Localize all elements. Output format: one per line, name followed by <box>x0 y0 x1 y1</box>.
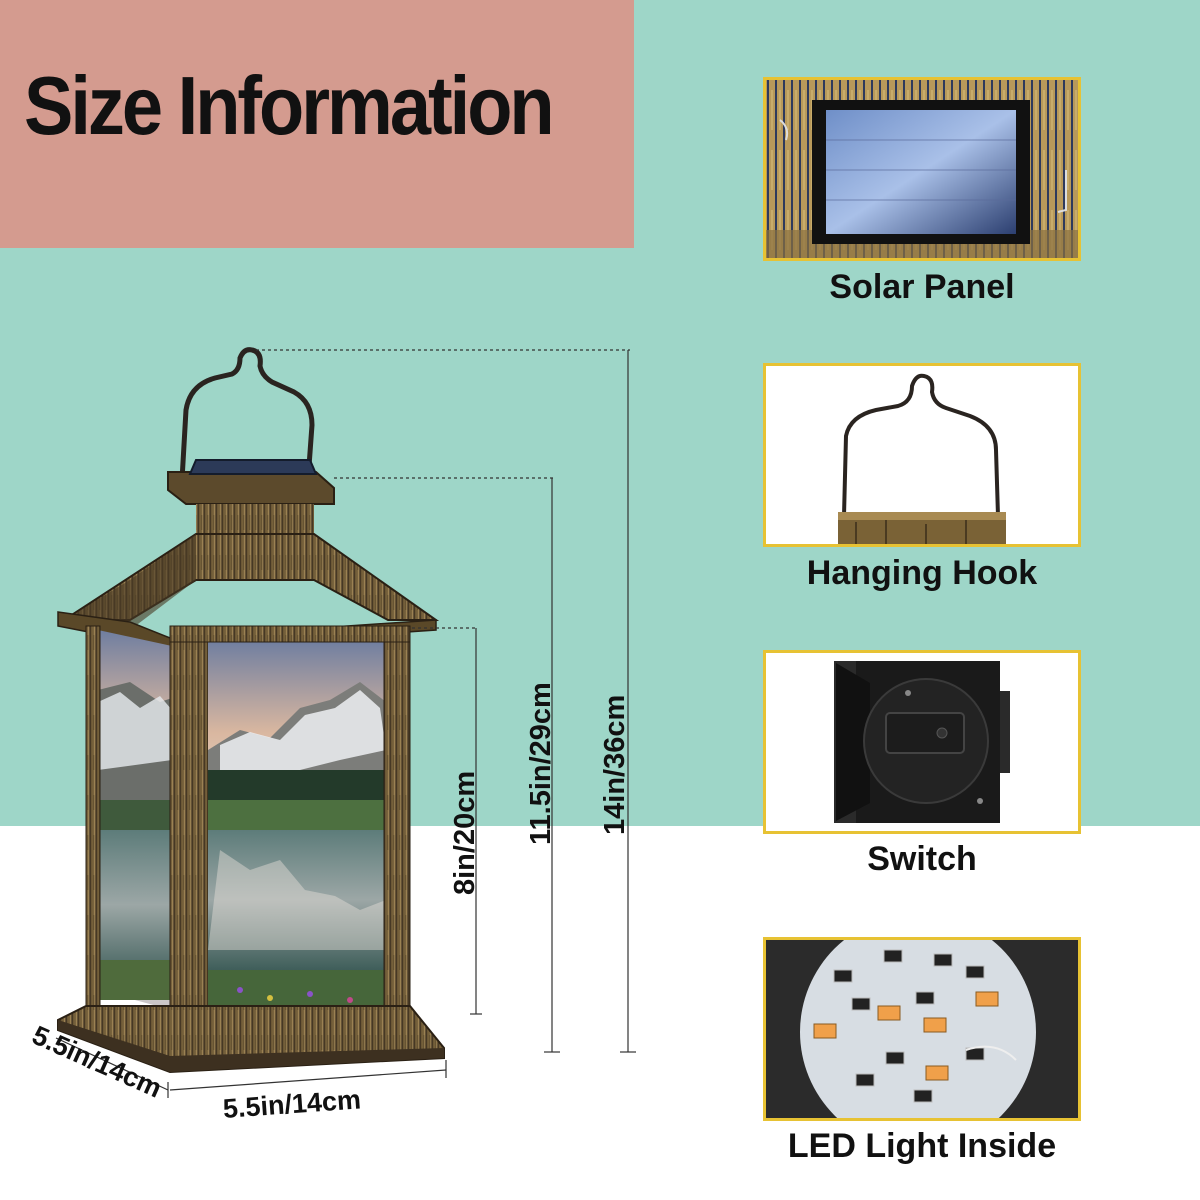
hanging-hook-photo <box>763 363 1081 547</box>
total-height-label: 14in/36cm <box>599 694 631 835</box>
hanging-hook-label: Hanging Hook <box>806 554 1038 592</box>
switch-icon <box>834 661 1010 823</box>
page-title: Size Information <box>24 59 555 153</box>
solar-panel-label: Solar Panel <box>829 268 1015 306</box>
solar-panel-icon <box>766 80 1078 258</box>
solar-panel-mini <box>188 459 318 475</box>
led-light-icon <box>766 940 1078 1118</box>
body-height-label: 11.5in/29cm <box>525 682 557 845</box>
title-block: Size Information <box>0 0 634 248</box>
dimension-lines <box>55 349 636 1098</box>
lantern-illustration <box>0 330 680 1150</box>
led-light-label: LED Light Inside <box>787 1127 1057 1165</box>
switch-label: Switch <box>867 840 977 878</box>
solar-panel-photo <box>763 77 1081 261</box>
hanging-hook-icon <box>838 373 1006 544</box>
switch-photo <box>763 650 1081 834</box>
led-light-photo <box>763 937 1081 1121</box>
panel-height-label: 8in/20cm <box>449 770 481 895</box>
hook-wire <box>179 347 315 481</box>
lantern-drawing <box>55 347 636 1098</box>
